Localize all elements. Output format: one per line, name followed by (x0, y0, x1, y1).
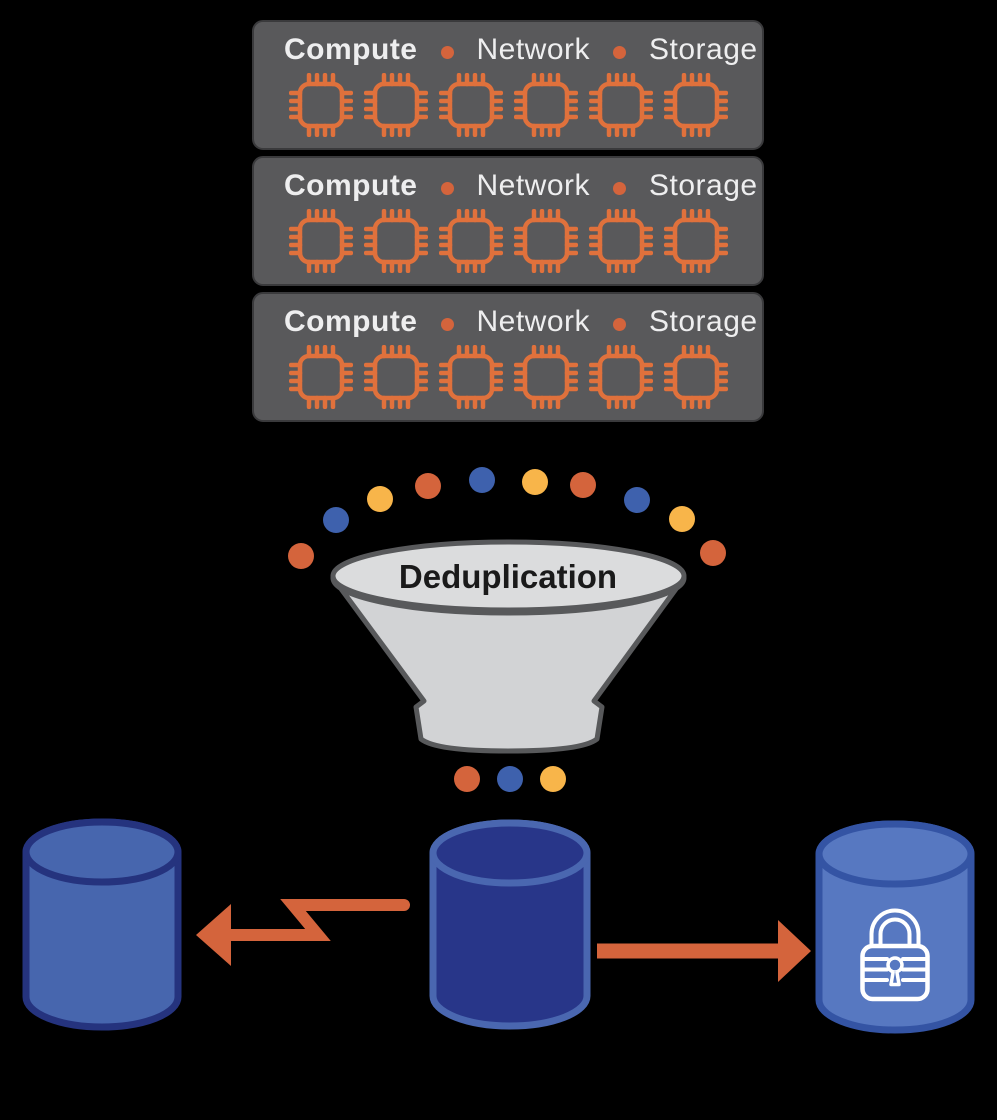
data-dot (624, 487, 650, 513)
separator-dot-icon (613, 45, 627, 59)
storage-label: Storage (649, 33, 758, 66)
encrypted-db-cylinder (815, 820, 975, 1034)
lock-icon (860, 908, 930, 1002)
storage-label: Storage (649, 305, 758, 338)
data-dot (469, 467, 495, 493)
primary-db-cylinder (429, 819, 591, 1030)
data-dot (323, 507, 349, 533)
cylinder-top (815, 820, 975, 888)
arrow-head (778, 920, 811, 982)
server-node-1: Compute Network Storage (252, 20, 764, 150)
data-dot (454, 766, 480, 792)
separator-dot-icon (440, 45, 454, 59)
storage-label: Storage (649, 169, 758, 202)
server-node-3: Compute Network Storage (252, 292, 764, 422)
deduplication-funnel: Deduplication (330, 539, 687, 754)
server-title-row: Compute Network Storage (254, 158, 762, 203)
data-dot (570, 472, 596, 498)
cylinder-top (22, 818, 182, 886)
network-label: Network (476, 33, 591, 66)
separator-dot-icon (440, 317, 454, 331)
server-title-row: Compute Network Storage (254, 22, 762, 67)
compute-label: Compute (284, 305, 418, 338)
data-dot (522, 469, 548, 495)
server-title-row: Compute Network Storage (254, 294, 762, 339)
funnel-label: Deduplication (399, 558, 617, 595)
cylinder-top (429, 819, 591, 887)
encryption-arrow (597, 920, 811, 982)
data-dot (288, 543, 314, 569)
funnel-rim (330, 539, 687, 613)
arrow-shaft (224, 899, 410, 941)
data-dot (497, 766, 523, 792)
outflow-dots (454, 766, 566, 792)
data-dot (415, 473, 441, 499)
data-dot (367, 486, 393, 512)
data-dot (540, 766, 566, 792)
network-label: Network (476, 169, 591, 202)
compute-label: Compute (284, 169, 418, 202)
replica-db-cylinder (22, 818, 182, 1031)
separator-dot-icon (440, 181, 454, 195)
network-label: Network (476, 305, 591, 338)
separator-dot-icon (613, 317, 627, 331)
arrow-head (196, 904, 231, 966)
compute-label: Compute (284, 33, 418, 66)
separator-dot-icon (613, 181, 627, 195)
data-dot (700, 540, 726, 566)
replication-arrow (196, 899, 410, 966)
inflow-dots-arc (288, 467, 726, 569)
server-node-2: Compute Network Storage (252, 156, 764, 286)
data-dot (669, 506, 695, 532)
